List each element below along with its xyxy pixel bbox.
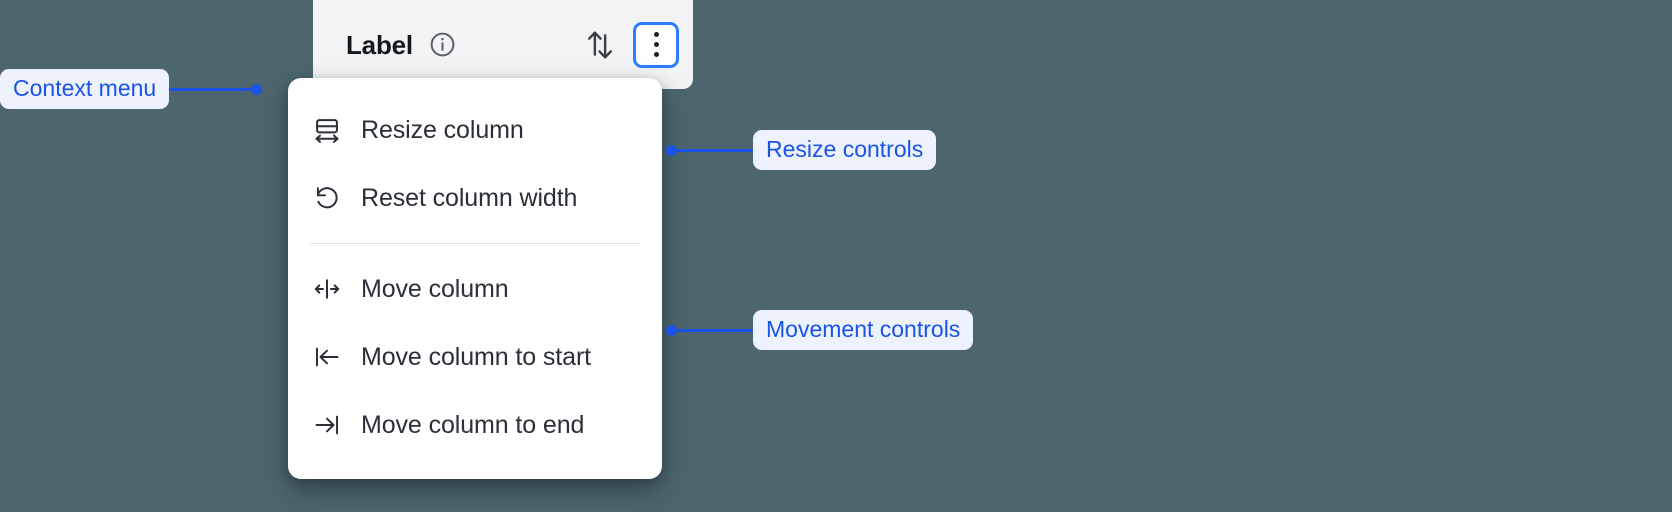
menu-item-label: Reset column width — [361, 183, 578, 212]
annotation-leader-line — [169, 87, 252, 91]
menu-item-label: Resize column — [361, 115, 524, 144]
menu-divider — [310, 243, 640, 244]
arrow-to-end-icon — [313, 411, 341, 439]
annotation-label: Resize controls — [753, 130, 937, 171]
menu-item-resize-column[interactable]: Resize column — [288, 96, 662, 164]
resize-column-icon — [313, 116, 341, 144]
move-left-right-icon — [313, 275, 341, 303]
annotation-context-menu: Context menu — [0, 69, 263, 110]
annotation-label: Context menu — [0, 69, 170, 110]
arrow-to-start-icon — [313, 343, 341, 371]
kebab-dot-3 — [653, 52, 659, 57]
annotation-resize-controls: Resize controls — [666, 130, 937, 171]
sort-ascending-descending-icon[interactable] — [583, 27, 617, 63]
menu-item-label: Move column — [361, 274, 509, 303]
annotation-anchor-dot — [666, 324, 677, 336]
column-context-menu: Resize column Reset column width Move co… — [288, 78, 662, 479]
annotation-anchor-dot — [666, 144, 677, 156]
annotation-movement-controls: Movement controls — [666, 310, 974, 351]
column-menu-button[interactable] — [633, 21, 679, 68]
info-circle-icon[interactable] — [428, 30, 457, 59]
menu-item-move-column-to-start[interactable]: Move column to start — [288, 323, 662, 391]
menu-item-reset-column-width[interactable]: Reset column width — [288, 164, 662, 232]
annotation-anchor-dot — [251, 83, 263, 95]
menu-item-move-column-to-end[interactable]: Move column to end — [288, 391, 662, 459]
kebab-dot-1 — [653, 32, 659, 37]
annotation-label: Movement controls — [753, 310, 974, 351]
annotation-leader-line — [677, 328, 753, 332]
menu-item-label: Move column to end — [361, 410, 585, 439]
kebab-dot-2 — [653, 42, 659, 47]
menu-item-move-column[interactable]: Move column — [288, 255, 662, 323]
menu-item-label: Move column to start — [361, 342, 592, 371]
page-title: Label — [346, 29, 413, 60]
column-header-panel: Label — [313, 0, 693, 89]
reset-rotate-ccw-icon — [313, 184, 341, 212]
annotation-leader-line — [677, 148, 753, 152]
